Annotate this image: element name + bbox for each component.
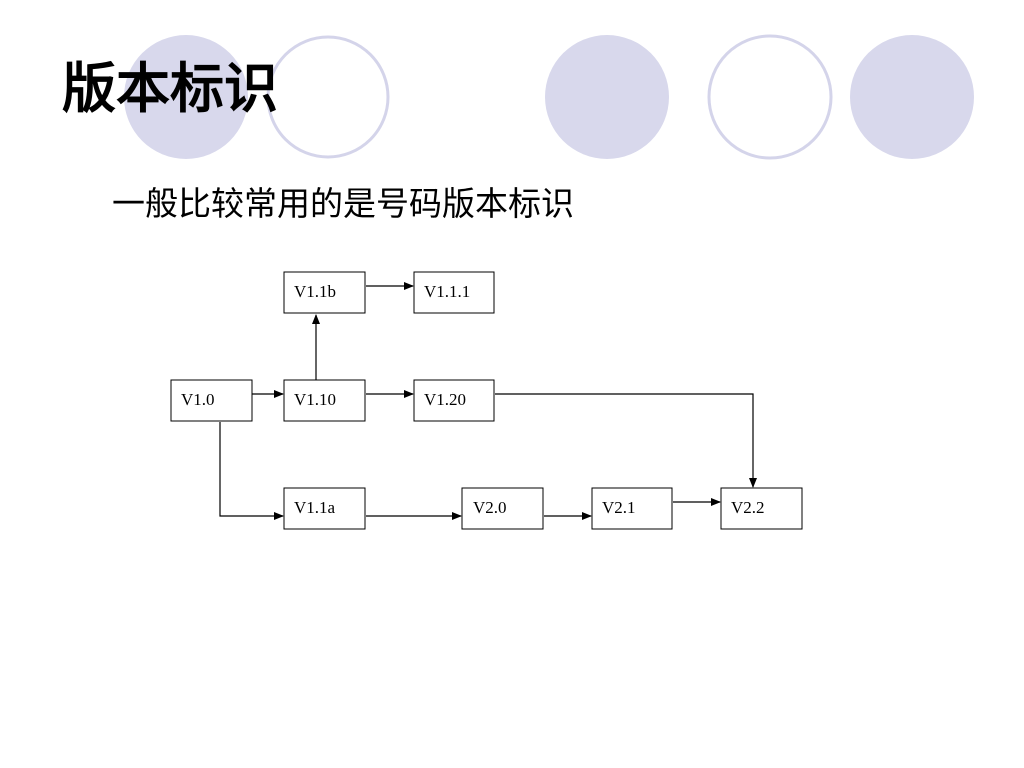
node-v2-0: V2.0 — [461, 487, 544, 530]
edge-v1-20-to-v2-2 — [495, 393, 757, 488]
diagram-edges — [219, 282, 757, 520]
node-label: V1.0 — [181, 390, 215, 409]
slide-subtitle: 一般比较常用的是号码版本标识 — [112, 184, 574, 223]
node-v1-1a: V1.1a — [283, 487, 366, 530]
node-v1-10: V1.10 — [283, 379, 366, 422]
node-v1-20: V1.20 — [413, 379, 495, 422]
node-label: V1.1b — [294, 282, 336, 301]
node-label: V1.10 — [294, 390, 336, 409]
node-v1-0: V1.0 — [170, 379, 253, 422]
decor-circle-filled-1 — [124, 35, 248, 159]
decor-circle-outline-1 — [266, 35, 390, 159]
decor-circle-filled-2 — [545, 35, 669, 159]
edge-v1-0-to-v1-1a — [219, 422, 284, 520]
node-v2-1: V2.1 — [591, 487, 673, 530]
slide-title: 版本标识 — [62, 57, 278, 120]
node-label: V1.1a — [294, 498, 336, 517]
node-v1-1b: V1.1b — [283, 271, 366, 314]
decor-circle-filled-3 — [850, 35, 974, 159]
node-v1-1-1: V1.1.1 — [413, 271, 495, 314]
node-label: V2.1 — [602, 498, 636, 517]
node-v2-2: V2.2 — [720, 487, 803, 530]
node-label: V1.1.1 — [424, 282, 470, 301]
node-label: V2.2 — [731, 498, 765, 517]
decor-circle-outline-2 — [707, 34, 833, 160]
node-label: V2.0 — [473, 498, 507, 517]
node-label: V1.20 — [424, 390, 466, 409]
